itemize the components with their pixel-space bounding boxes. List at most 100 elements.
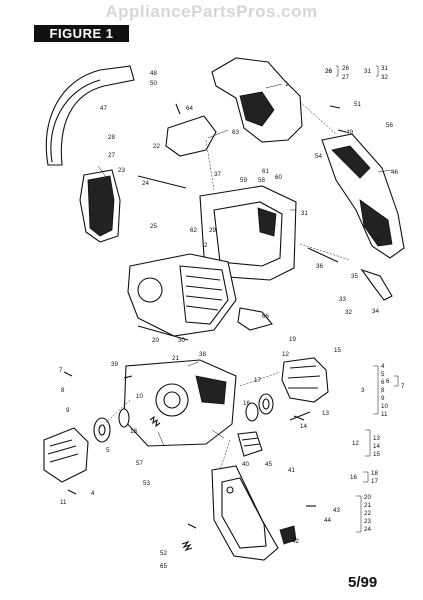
callout-60: 60 <box>275 174 282 181</box>
group-16-labels: 16 18 17 <box>350 470 378 485</box>
callout-65: 65 <box>160 563 167 570</box>
callout-37: 37 <box>214 171 221 178</box>
group-label-main: 31 <box>364 68 371 75</box>
callout-25: 25 <box>150 223 157 230</box>
group-20-labels: 20 21 22 23 24 <box>364 494 371 533</box>
group-label-member: 11 <box>381 411 388 418</box>
callout-8: 8 <box>61 387 65 394</box>
filter-element-part <box>237 431 263 457</box>
callout-63: 63 <box>232 129 239 136</box>
group-label-member: 15 <box>373 451 380 458</box>
callout-33: 33 <box>339 296 346 303</box>
callout-30: 30 <box>178 337 185 344</box>
callout-64: 64 <box>186 105 193 112</box>
callout-29: 29 <box>209 227 216 234</box>
callout-16: 16 <box>243 400 250 407</box>
callout-3: 3 <box>361 387 365 394</box>
callout-43: 43 <box>333 507 340 514</box>
group-label-member: 24 <box>364 526 371 533</box>
callout-13: 13 <box>322 410 329 417</box>
group-label-member: 26 <box>342 65 349 72</box>
sprocket-part <box>93 408 130 443</box>
group-label-member: 10 <box>381 403 388 410</box>
group-label-member: 4 <box>381 363 385 370</box>
front-handle-part <box>45 65 135 166</box>
chain-brake-handle-part <box>321 133 405 259</box>
group-label-member: 20 <box>364 494 371 501</box>
group-label-member: 32 <box>381 74 388 81</box>
group-12-labels: 12 13 14 15 <box>352 435 380 458</box>
callout-55: 55 <box>376 236 383 243</box>
callout-59: 59 <box>240 177 247 184</box>
callout-49: 49 <box>346 129 353 136</box>
crankcase-part <box>123 359 237 447</box>
figure-label: FIGURE 1 <box>34 25 129 42</box>
page-number: 5/99 <box>348 574 378 591</box>
seal-rings-part <box>245 393 274 422</box>
callout-50: 50 <box>150 80 157 87</box>
group-label-main: 16 <box>350 474 357 481</box>
rear-grip-part <box>79 169 121 243</box>
group-6-labels: 7 <box>401 383 405 390</box>
group-label-member: 22 <box>364 510 371 517</box>
callout-41: 41 <box>288 467 295 474</box>
callout-28: 28 <box>108 134 115 141</box>
air-filter-cover-part <box>165 115 217 157</box>
group-label-member: 27 <box>342 74 349 81</box>
callout-53: 53 <box>143 480 150 487</box>
callout-31: 31 <box>301 210 308 217</box>
callout-39: 39 <box>111 361 118 368</box>
callout-5: 5 <box>106 447 110 454</box>
bracket-part <box>279 525 297 545</box>
callout-35: 35 <box>351 273 358 280</box>
callout-27: 27 <box>108 152 115 159</box>
callout-1: 1 <box>285 81 289 88</box>
group-label-member: 23 <box>364 518 371 525</box>
callout-61: 61 <box>262 168 269 175</box>
callout-42: 42 <box>292 538 299 545</box>
callout-22: 22 <box>153 143 160 150</box>
group-label-member: 13 <box>373 435 380 442</box>
group-label-member: 14 <box>373 443 380 450</box>
engine-cylinder-part <box>127 253 237 337</box>
assembly-guide-lines <box>99 101 351 471</box>
bar-plate-part <box>211 465 279 561</box>
callout-46: 46 <box>391 169 398 176</box>
group-label-member: 9 <box>381 395 385 402</box>
callout-57: 57 <box>136 460 143 467</box>
spring-part <box>149 415 193 552</box>
group-label-member: 6 <box>381 379 385 386</box>
callout-20: 20 <box>152 337 159 344</box>
callout-19: 19 <box>289 336 296 343</box>
group-label-member: 17 <box>371 478 378 485</box>
callout-52: 52 <box>160 550 167 557</box>
engine-housing-part <box>199 185 297 281</box>
group-label-member: 21 <box>364 502 371 509</box>
callout-2: 2 <box>204 242 208 249</box>
group-brackets <box>336 65 399 533</box>
group-26-labels: 26 26 27 <box>325 65 349 81</box>
muffler-part <box>137 307 273 341</box>
callout-leader-lines <box>97 83 393 447</box>
throttle-linkage-part <box>137 175 393 421</box>
callout-45: 45 <box>265 461 272 468</box>
group-label-main: 12 <box>352 440 359 447</box>
callout-44: 44 <box>324 517 331 524</box>
callout-48: 48 <box>150 70 157 77</box>
callout-62: 62 <box>190 227 197 234</box>
screws-part <box>63 103 347 529</box>
group-label-member: 31 <box>381 65 388 72</box>
callout-24: 24 <box>142 180 149 187</box>
callout-34: 34 <box>372 308 379 315</box>
callout-56: 56 <box>386 122 393 129</box>
callout-32: 32 <box>345 309 352 316</box>
callout-54: 54 <box>315 153 322 160</box>
callout-40: 40 <box>242 461 249 468</box>
group-label-main: 26 <box>325 68 332 75</box>
group-label-member: 7 <box>401 383 405 390</box>
top-cover-part <box>211 57 303 143</box>
callout-11: 11 <box>60 499 67 506</box>
group-label-member: 8 <box>381 387 385 394</box>
watermark-text: AppliancePartsPros.com <box>105 2 318 21</box>
